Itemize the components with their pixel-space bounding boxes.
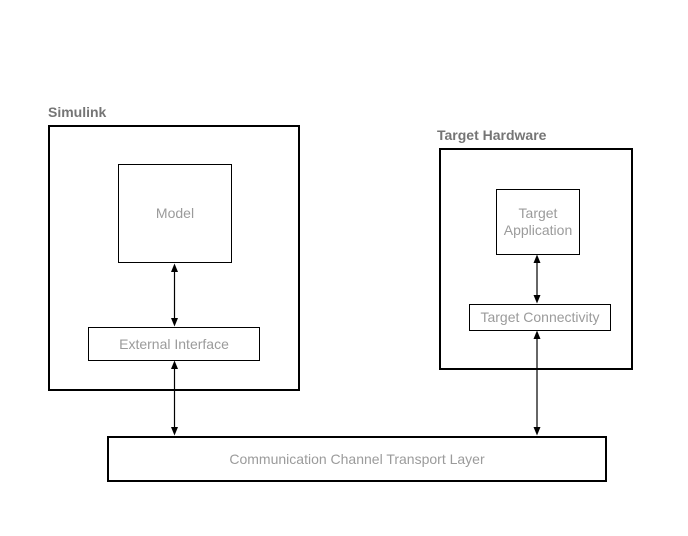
transport-layer-box-label: Communication Channel Transport Layer: [229, 451, 485, 467]
model-box: Model: [118, 164, 232, 263]
target-hardware-container: [439, 148, 633, 370]
target-application-box: Target Application: [496, 189, 580, 255]
external-interface-box-label: External Interface: [119, 335, 229, 352]
simulink-group-label: Simulink: [48, 104, 107, 120]
transport-layer-box: Communication Channel Transport Layer: [107, 436, 607, 482]
target-hardware-group-label: Target Hardware: [437, 127, 547, 143]
target-connectivity-box: Target Connectivity: [469, 304, 611, 331]
model-box-label: Model: [155, 205, 195, 221]
target-connectivity-box-label: Target Connectivity: [480, 309, 600, 325]
external-interface-box: External Interface: [88, 327, 260, 361]
target-application-box-label: Target Application: [503, 205, 573, 238]
